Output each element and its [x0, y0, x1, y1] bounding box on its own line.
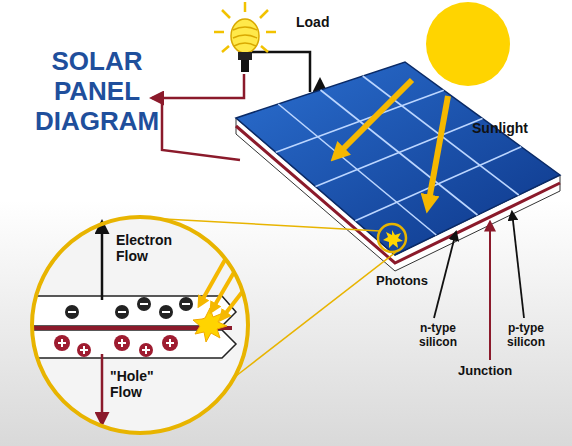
layer-label: n-type silicon: [410, 322, 466, 350]
photon-spot: [378, 224, 406, 252]
leader-arrow: [512, 212, 524, 318]
photons-label: Photons: [376, 274, 446, 289]
sunlight-label: Sunlight: [472, 120, 552, 136]
load-label: Load: [296, 14, 356, 30]
leader-arrow: [434, 232, 456, 318]
flow-label: Electron Flow: [116, 232, 188, 264]
wire: [152, 74, 244, 98]
cell-grid: [276, 76, 522, 235]
flow-label: "Hole" Flow: [110, 368, 166, 400]
sunlight-arrow: [428, 96, 448, 206]
leader-arrow: [489, 222, 491, 360]
photon-burst: [383, 230, 403, 248]
wire: [162, 98, 240, 160]
zoom-circle: [32, 217, 248, 433]
layer-label: p-type silicon: [498, 322, 554, 350]
wire: [252, 52, 310, 92]
electron-flow-arrow: [101, 222, 104, 300]
zoom-line: [236, 252, 396, 376]
diagram-title: SOLAR PANEL DIAGRAM: [22, 46, 172, 136]
hole-flow-arrow: [101, 354, 104, 424]
sunlight-arrow: [336, 80, 412, 156]
light-bulb: [214, 2, 276, 72]
sun: [426, 2, 510, 86]
zoom-cross-section: [20, 258, 250, 358]
junction-label: Junction: [458, 364, 528, 379]
